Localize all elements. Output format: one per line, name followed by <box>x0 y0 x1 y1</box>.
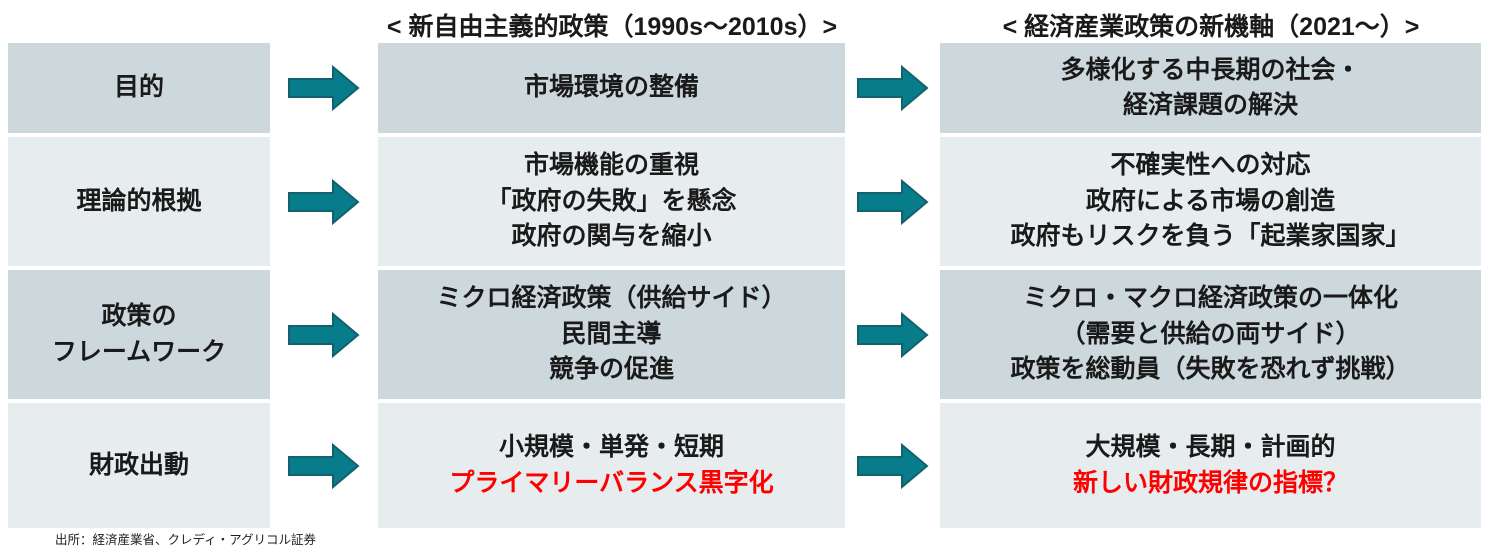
cell-line: 市場環境の整備 <box>523 73 699 102</box>
cell-line: 大規模・長期・計画的 <box>1085 433 1336 461</box>
column-header-new-axis: < 経済産業政策の新機軸（2021～）> <box>1002 13 1420 41</box>
arrow-cell <box>845 137 940 266</box>
arrow-cell <box>845 403 940 528</box>
right-block-arrow-icon <box>288 311 360 358</box>
cell-line: 不確実性への対応 <box>1110 151 1311 180</box>
row-label-purpose: 目的 <box>8 43 270 133</box>
right-block-arrow-icon <box>856 178 929 225</box>
right-block-arrow-icon <box>288 65 360 111</box>
arrow-cell <box>270 43 378 133</box>
arrow-cell <box>845 270 940 399</box>
new-axis-cell-framework: ミクロ・マクロ経済政策の一体化 （需要と供給の両サイド） 政策を総動員（失敗を恐… <box>940 270 1481 399</box>
cell-line: フレームワーク <box>51 337 227 366</box>
cell-line: 政策を総動員（失敗を恐れず挑戦） <box>1010 355 1411 384</box>
cell-line-highlight: プライマリーバランス黒字化 <box>449 468 774 497</box>
cell-line: 小規模・単発・短期 <box>498 433 724 461</box>
cell-line: 理論的根拠 <box>76 186 202 215</box>
right-block-arrow-icon <box>856 311 929 358</box>
cell-line: ミクロ・マクロ経済政策の一体化 <box>1022 284 1398 313</box>
new-axis-cell-rationale: 不確実性への対応 政府による市場の創造 政府もリスクを負う「起業家国家」 <box>940 137 1481 266</box>
cell-line: 政府の関与を縮小 <box>511 222 712 251</box>
cell-line: 目的 <box>113 73 164 102</box>
right-block-arrow-icon <box>288 178 360 225</box>
new-axis-cell-purpose: 多様化する中長期の社会・ 経済課題の解決 <box>940 43 1481 133</box>
row-label-framework: 政策の フレームワーク <box>8 270 270 399</box>
cell-line: 競争の促進 <box>548 355 674 384</box>
cell-line-highlight: 新しい財政規律の指標？ <box>1072 468 1348 497</box>
source-note: 出所：経済産業省、クレディ・アグリコル証券 <box>55 533 317 547</box>
right-block-arrow-icon <box>856 65 929 111</box>
cell-line: （需要と供給の両サイド） <box>1060 319 1361 348</box>
right-block-arrow-icon <box>288 442 360 489</box>
column-header-neoliberal: < 新自由主義的政策（1990s～2010s）> <box>386 13 838 41</box>
cell-line: ミクロ経済政策（供給サイド） <box>436 284 787 313</box>
neoliberal-cell-rationale: 市場機能の重視 「政府の失敗」を懸念 政府の関与を縮小 <box>378 137 845 266</box>
row-label-rationale: 理論的根拠 <box>8 137 270 266</box>
cell-line: 多様化する中長期の社会・ <box>1060 55 1361 84</box>
cell-line: 経済課題の解決 <box>1122 91 1298 119</box>
neoliberal-cell-purpose: 市場環境の整備 <box>378 43 845 133</box>
cell-line: 市場機能の重視 <box>523 151 699 180</box>
cell-line: 政府もリスクを負う「起業家国家」 <box>1010 222 1411 251</box>
new-axis-cell-fiscal: 大規模・長期・計画的 新しい財政規律の指標？ <box>940 403 1481 528</box>
cell-line: 政府による市場の創造 <box>1085 186 1336 215</box>
right-block-arrow-icon <box>856 442 929 489</box>
arrow-cell <box>270 270 378 399</box>
cell-line: 財政出動 <box>88 450 189 479</box>
row-label-fiscal: 財政出動 <box>8 403 270 528</box>
neoliberal-cell-fiscal: 小規模・単発・短期 プライマリーバランス黒字化 <box>378 403 845 528</box>
arrow-cell <box>845 43 940 133</box>
cell-line: 民間主導 <box>561 319 662 348</box>
arrow-cell <box>270 403 378 528</box>
cell-line: 「政府の失敗」を懸念 <box>486 186 737 215</box>
neoliberal-cell-framework: ミクロ経済政策（供給サイド） 民間主導 競争の促進 <box>378 270 845 399</box>
cell-line: 政策の <box>101 302 177 330</box>
comparison-grid: 目的 市場環境の整備 多様化する中長期の社会・ 経済課題の解決 理論的根拠 <box>8 43 1481 528</box>
arrow-cell <box>270 137 378 266</box>
